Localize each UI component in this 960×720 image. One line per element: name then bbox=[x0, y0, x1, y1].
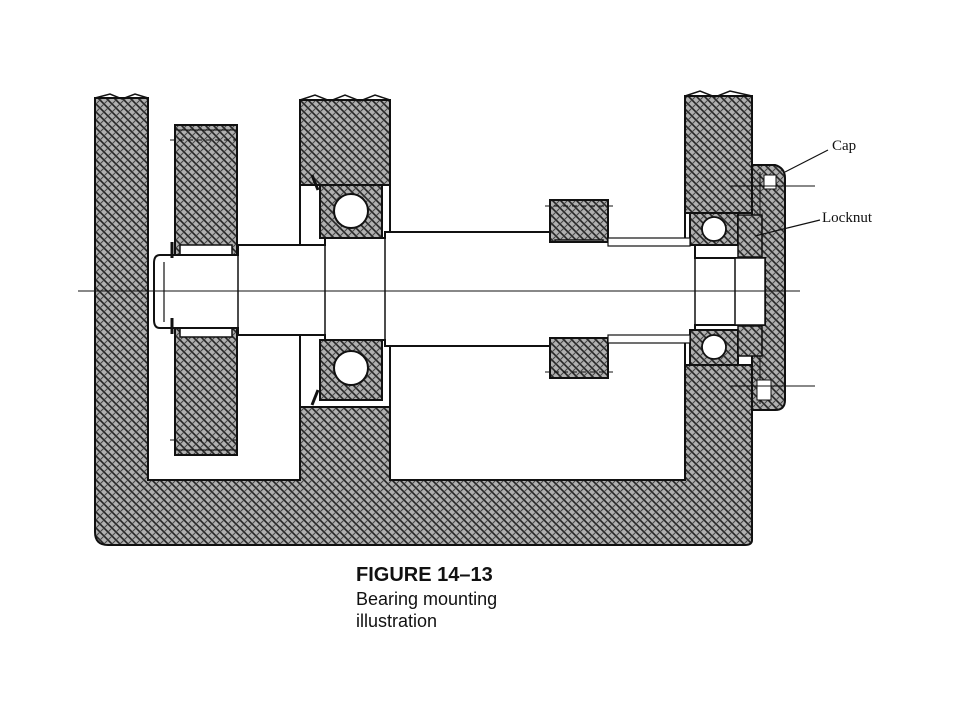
shaft bbox=[153, 231, 766, 347]
spacer-sleeve bbox=[607, 237, 691, 247]
right-bearing bbox=[689, 212, 739, 366]
locknut-callout-label: Locknut bbox=[822, 210, 872, 226]
figure-number: FIGURE 14–13 bbox=[356, 564, 493, 586]
caption-line-2: illustration bbox=[356, 611, 438, 631]
locknut-leader bbox=[754, 219, 821, 237]
locknut bbox=[734, 214, 766, 357]
cap-callout-label: Cap bbox=[832, 138, 857, 154]
caption-line-1: Bearing mounting bbox=[356, 589, 498, 609]
left-bearing bbox=[310, 174, 383, 406]
cap-leader bbox=[784, 149, 829, 173]
